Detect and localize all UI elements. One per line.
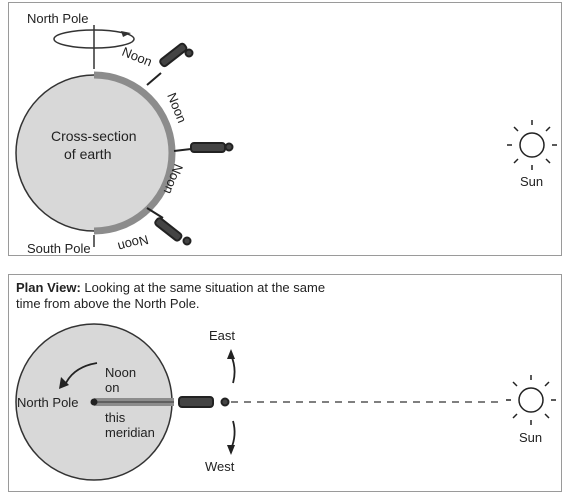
north-pole-label-plan: North Pole <box>17 395 78 410</box>
meridian-label-3: this <box>105 410 126 425</box>
sun-label-plan: Sun <box>519 430 542 445</box>
sun-icon <box>507 120 557 170</box>
meridian-label-4: meridian <box>105 425 155 440</box>
cross-section-label-1: Cross-section <box>51 128 137 144</box>
plan-view-diagram: North Pole Noon on this meridian East We… <box>15 323 556 481</box>
cross-section-panel: North Pole South Pole Cross-section of e… <box>8 2 562 256</box>
rotation-arrowhead <box>121 31 131 37</box>
person-figure-lower <box>146 207 192 246</box>
noon-meridian-arc <box>93 71 176 235</box>
west-arrow <box>230 420 236 450</box>
noon-label-1: Noon <box>120 44 154 70</box>
east-arrow <box>230 354 236 384</box>
person-figure-middle <box>173 142 234 153</box>
cross-section-diagram: North Pole South Pole Cross-section of e… <box>15 11 557 256</box>
sun-label: Sun <box>520 174 543 189</box>
person-figure-plan <box>178 396 230 408</box>
caption-bold: Plan View: <box>16 280 81 295</box>
south-pole-label: South Pole <box>27 241 91 256</box>
rotation-arrowhead-plan <box>59 377 69 389</box>
east-arrowhead <box>227 349 235 359</box>
west-arrowhead <box>227 445 235 455</box>
west-label: West <box>205 459 235 474</box>
rotation-arrow-plan <box>64 362 98 386</box>
person-figure-upper <box>146 42 194 86</box>
east-label: East <box>209 328 235 343</box>
rotation-arrow <box>53 29 135 49</box>
sun-icon-plan <box>506 375 556 425</box>
north-pole-label: North Pole <box>27 11 88 26</box>
caption-text: Looking at the same situation at the sam… <box>16 280 326 311</box>
north-pole-dot <box>90 398 98 406</box>
plan-view-caption: Plan View: Looking at the same situation… <box>16 280 346 312</box>
meridian-label-1: Noon <box>105 365 136 380</box>
meridian-label-2: on <box>105 380 119 395</box>
cross-section-label-2: of earth <box>64 146 111 162</box>
noon-label-4: Noon <box>116 232 150 255</box>
plan-view-panel: Plan View: Looking at the same situation… <box>8 274 562 492</box>
